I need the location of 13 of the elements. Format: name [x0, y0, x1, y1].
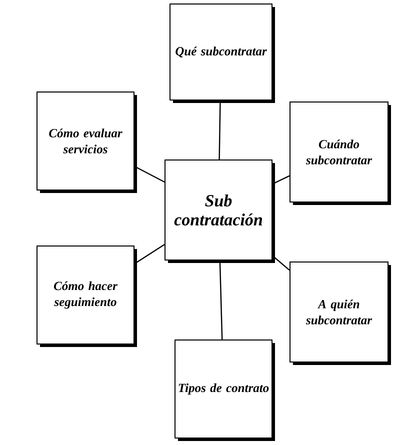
connector-line	[134, 244, 165, 264]
topic-box: A quién subcontratar	[290, 262, 391, 365]
topic-box: Cómo evaluar servicios	[36, 92, 137, 193]
connector-line	[218, 100, 221, 160]
connector-line	[272, 255, 290, 271]
topic-box: Cuándo subcontratar	[290, 102, 391, 205]
central-box: Sub contratación	[164, 160, 275, 263]
connector-line	[134, 166, 165, 182]
topic-box: Cómo hacer seguimiento	[36, 246, 137, 347]
connector-line	[272, 175, 290, 185]
topic-box: Tipos de contrato	[174, 340, 275, 441]
connector-line	[219, 260, 223, 340]
topic-box: Qué subcontratar	[170, 4, 275, 103]
